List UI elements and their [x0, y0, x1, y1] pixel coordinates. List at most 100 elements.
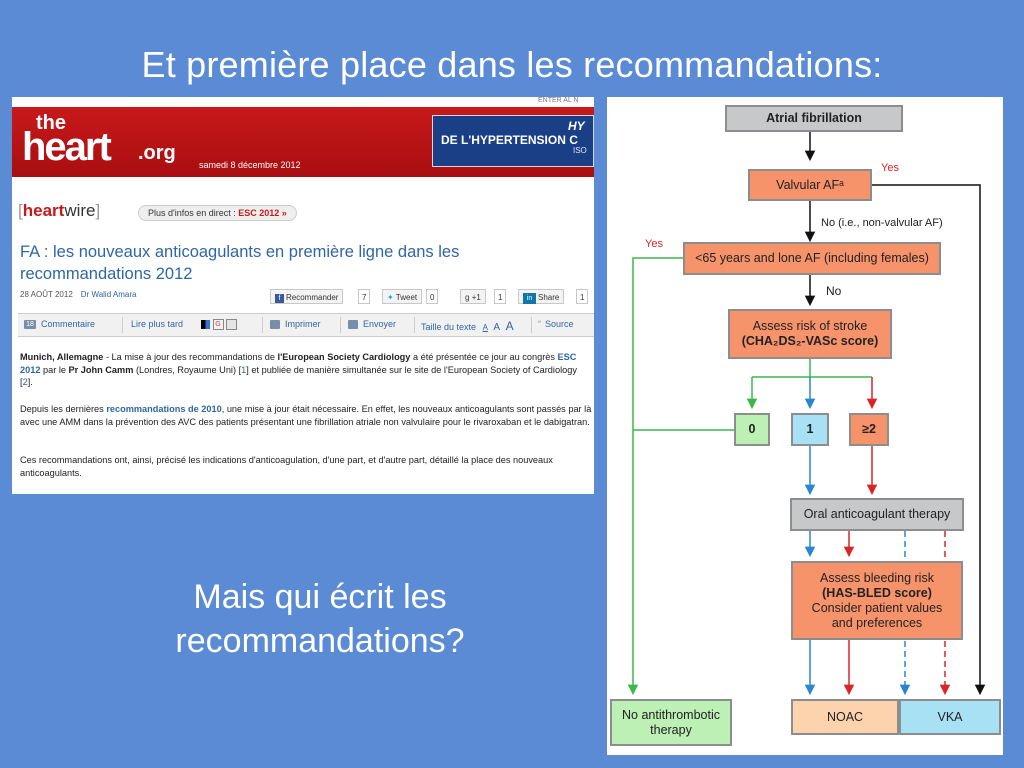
p1-text: ]. [27, 377, 33, 387]
google-icon: G [212, 319, 224, 331]
site-header: the heart .org samedi 8 décembre 2012 DE… [12, 107, 594, 177]
heartwire-logo[interactable]: [heartwire] [18, 201, 100, 221]
comment-button[interactable]: 18 Commentaire [24, 319, 96, 330]
read-later-label: Lire plus tard [131, 319, 184, 329]
tweet-label: Tweet [395, 293, 418, 302]
top-strip: ENTER AL N [12, 97, 594, 107]
heartwire-open: [ [18, 201, 23, 220]
tweet-button[interactable]: ✦ Tweet [382, 289, 423, 304]
article-screenshot: ENTER AL N the heart .org samedi 8 décem… [12, 97, 594, 494]
header-date: samedi 8 décembre 2012 [199, 160, 301, 170]
p1-text: a été présentée ce jour au congrès [410, 352, 558, 362]
read-later-button[interactable]: Lire plus tard [131, 319, 183, 329]
print-button[interactable]: Imprimer [270, 319, 321, 330]
pill-link[interactable]: ESC 2012 » [238, 208, 287, 218]
node-oral-anticoagulant: Oral anticoagulant therapy [790, 498, 964, 531]
node-assess-bleeding: Assess bleeding risk (HAS-BLED score) Co… [791, 561, 963, 640]
quote-icon: “ [538, 319, 541, 329]
envelope-icon [348, 320, 358, 330]
byline-author[interactable]: Dr Walid Amara [80, 290, 137, 299]
logo-the: the [36, 112, 66, 134]
node-score-1: 1 [791, 413, 829, 446]
p1-esc-name: l'European Society Cardiology [277, 352, 411, 362]
p1-esc-link[interactable]: ESC 2012 [20, 352, 577, 375]
text-size-control: Taille du texte A A A [421, 319, 514, 333]
article-headline[interactable]: FA : les nouveaux anticoagulants en prem… [20, 243, 460, 283]
byline-date: 28 AOÛT 2012 [20, 290, 73, 299]
p1-text: par le [40, 364, 69, 375]
esc-live-pill[interactable]: Plus d'infos en direct : ESC 2012 » [138, 205, 297, 221]
recommander-count: 7 [358, 289, 371, 304]
text-size-small[interactable]: A [482, 323, 488, 332]
question-line-2: recommandations? [175, 622, 465, 660]
subheader [12, 177, 594, 239]
text-size-label: Taille du texte [421, 322, 477, 332]
share-count: 1 [576, 289, 589, 304]
banner-extra: HY [568, 119, 585, 133]
p1-text: - La mise à jour des recommandations de [103, 352, 278, 362]
email-label: Envoyer [363, 319, 397, 329]
slide-title: Et première place dans les recommandatio… [141, 44, 883, 85]
recommander-label: Recommander [286, 293, 339, 302]
node-noac: NOAC [791, 699, 899, 735]
twitter-icon: ✦ [387, 293, 394, 302]
toolbar-divider [262, 317, 263, 333]
node-atrial-fibrillation: Atrial fibrillation [725, 105, 903, 132]
article-paragraph-3: Ces recommandations ont, ainsi, précisé … [20, 455, 553, 478]
tweet-count: 0 [426, 289, 439, 304]
p1-text: ] et publiée de manière simultanée sur l… [20, 364, 577, 388]
logo-org: .org [138, 142, 176, 164]
top-strip-text: ENTER AL N [538, 97, 579, 104]
question-line-1: Mais qui écrit les [193, 578, 447, 616]
text-size-large[interactable]: A [505, 319, 514, 333]
p1-text: (Londres, Royaume Uni) [ [133, 364, 242, 375]
assess-stroke-line-1: Assess risk of stroke [752, 319, 868, 333]
node-vka: VKA [899, 699, 1001, 735]
banner-text: DE L'HYPERTENSION C [441, 133, 578, 147]
source-button[interactable]: “ Source [538, 319, 574, 329]
article-paragraph-2: Depuis les dernières recommandations de … [20, 403, 592, 428]
connector-lone-yes-no-therapy [627, 257, 734, 696]
heartwire-heart: heart [22, 201, 65, 220]
byline: 28 AOÛT 2012 Dr Walid Amara [20, 290, 137, 299]
ad-banner[interactable]: DE L'HYPERTENSION C HY ISO [432, 115, 594, 167]
text-size-medium[interactable]: A [493, 322, 501, 333]
delicious-icon [201, 320, 210, 330]
ref-2-link[interactable]: 2 [22, 377, 28, 387]
node-score-0: 0 [734, 413, 770, 446]
email-button[interactable]: Envoyer [348, 319, 397, 330]
connector-stroke-split [752, 359, 872, 378]
google-plus-button[interactable]: g +1 [460, 289, 486, 304]
p1-location: Munich, Allemagne [20, 352, 104, 362]
bleeding-line-2: (HAS-BLED score) [822, 585, 932, 600]
flowchart-panel: Atrial fibrillation Valvular AFᵃ Yes No … [607, 97, 1003, 755]
banner-badge: ISO [573, 146, 587, 155]
p2-reco-link[interactable]: recommandations de 2010 [106, 404, 222, 414]
social-icons[interactable]: G [201, 319, 238, 331]
print-label: Imprimer [285, 319, 321, 329]
p2-text: , une mise à jour était nécessaire. En e… [20, 404, 592, 427]
p2-text: Depuis les dernières [20, 404, 107, 414]
bottom-question: Mais qui écrit les recommandations? [120, 575, 520, 663]
heartwire-close: ] [95, 201, 101, 220]
toolbar-divider [531, 317, 532, 333]
source-label: Source [545, 319, 574, 329]
node-score-2: ≥2 [849, 413, 889, 446]
facebook-icon: f [275, 294, 284, 303]
pill-prefix: Plus d'infos en direct : [148, 208, 239, 218]
toolbar-divider [414, 317, 415, 333]
node-assess-stroke: Assess risk of stroke (CHA₂DS₂-VASc scor… [728, 309, 892, 359]
ref-1-link[interactable]: 1 [241, 364, 247, 375]
toolbar-divider [122, 317, 123, 333]
comment-label: Commentaire [41, 319, 96, 329]
comment-icon: 18 [24, 320, 36, 330]
logo-heart[interactable]: heart [22, 125, 112, 169]
label-no-non-valvular: No (i.e., non-valvular AF) [821, 217, 943, 229]
share-label: Share [538, 293, 560, 302]
google-plus-icon: g [465, 293, 470, 302]
label-yes-lone-af: Yes [645, 238, 663, 250]
assess-stroke-line-2: (CHA₂DS₂-VASc score) [741, 334, 879, 348]
